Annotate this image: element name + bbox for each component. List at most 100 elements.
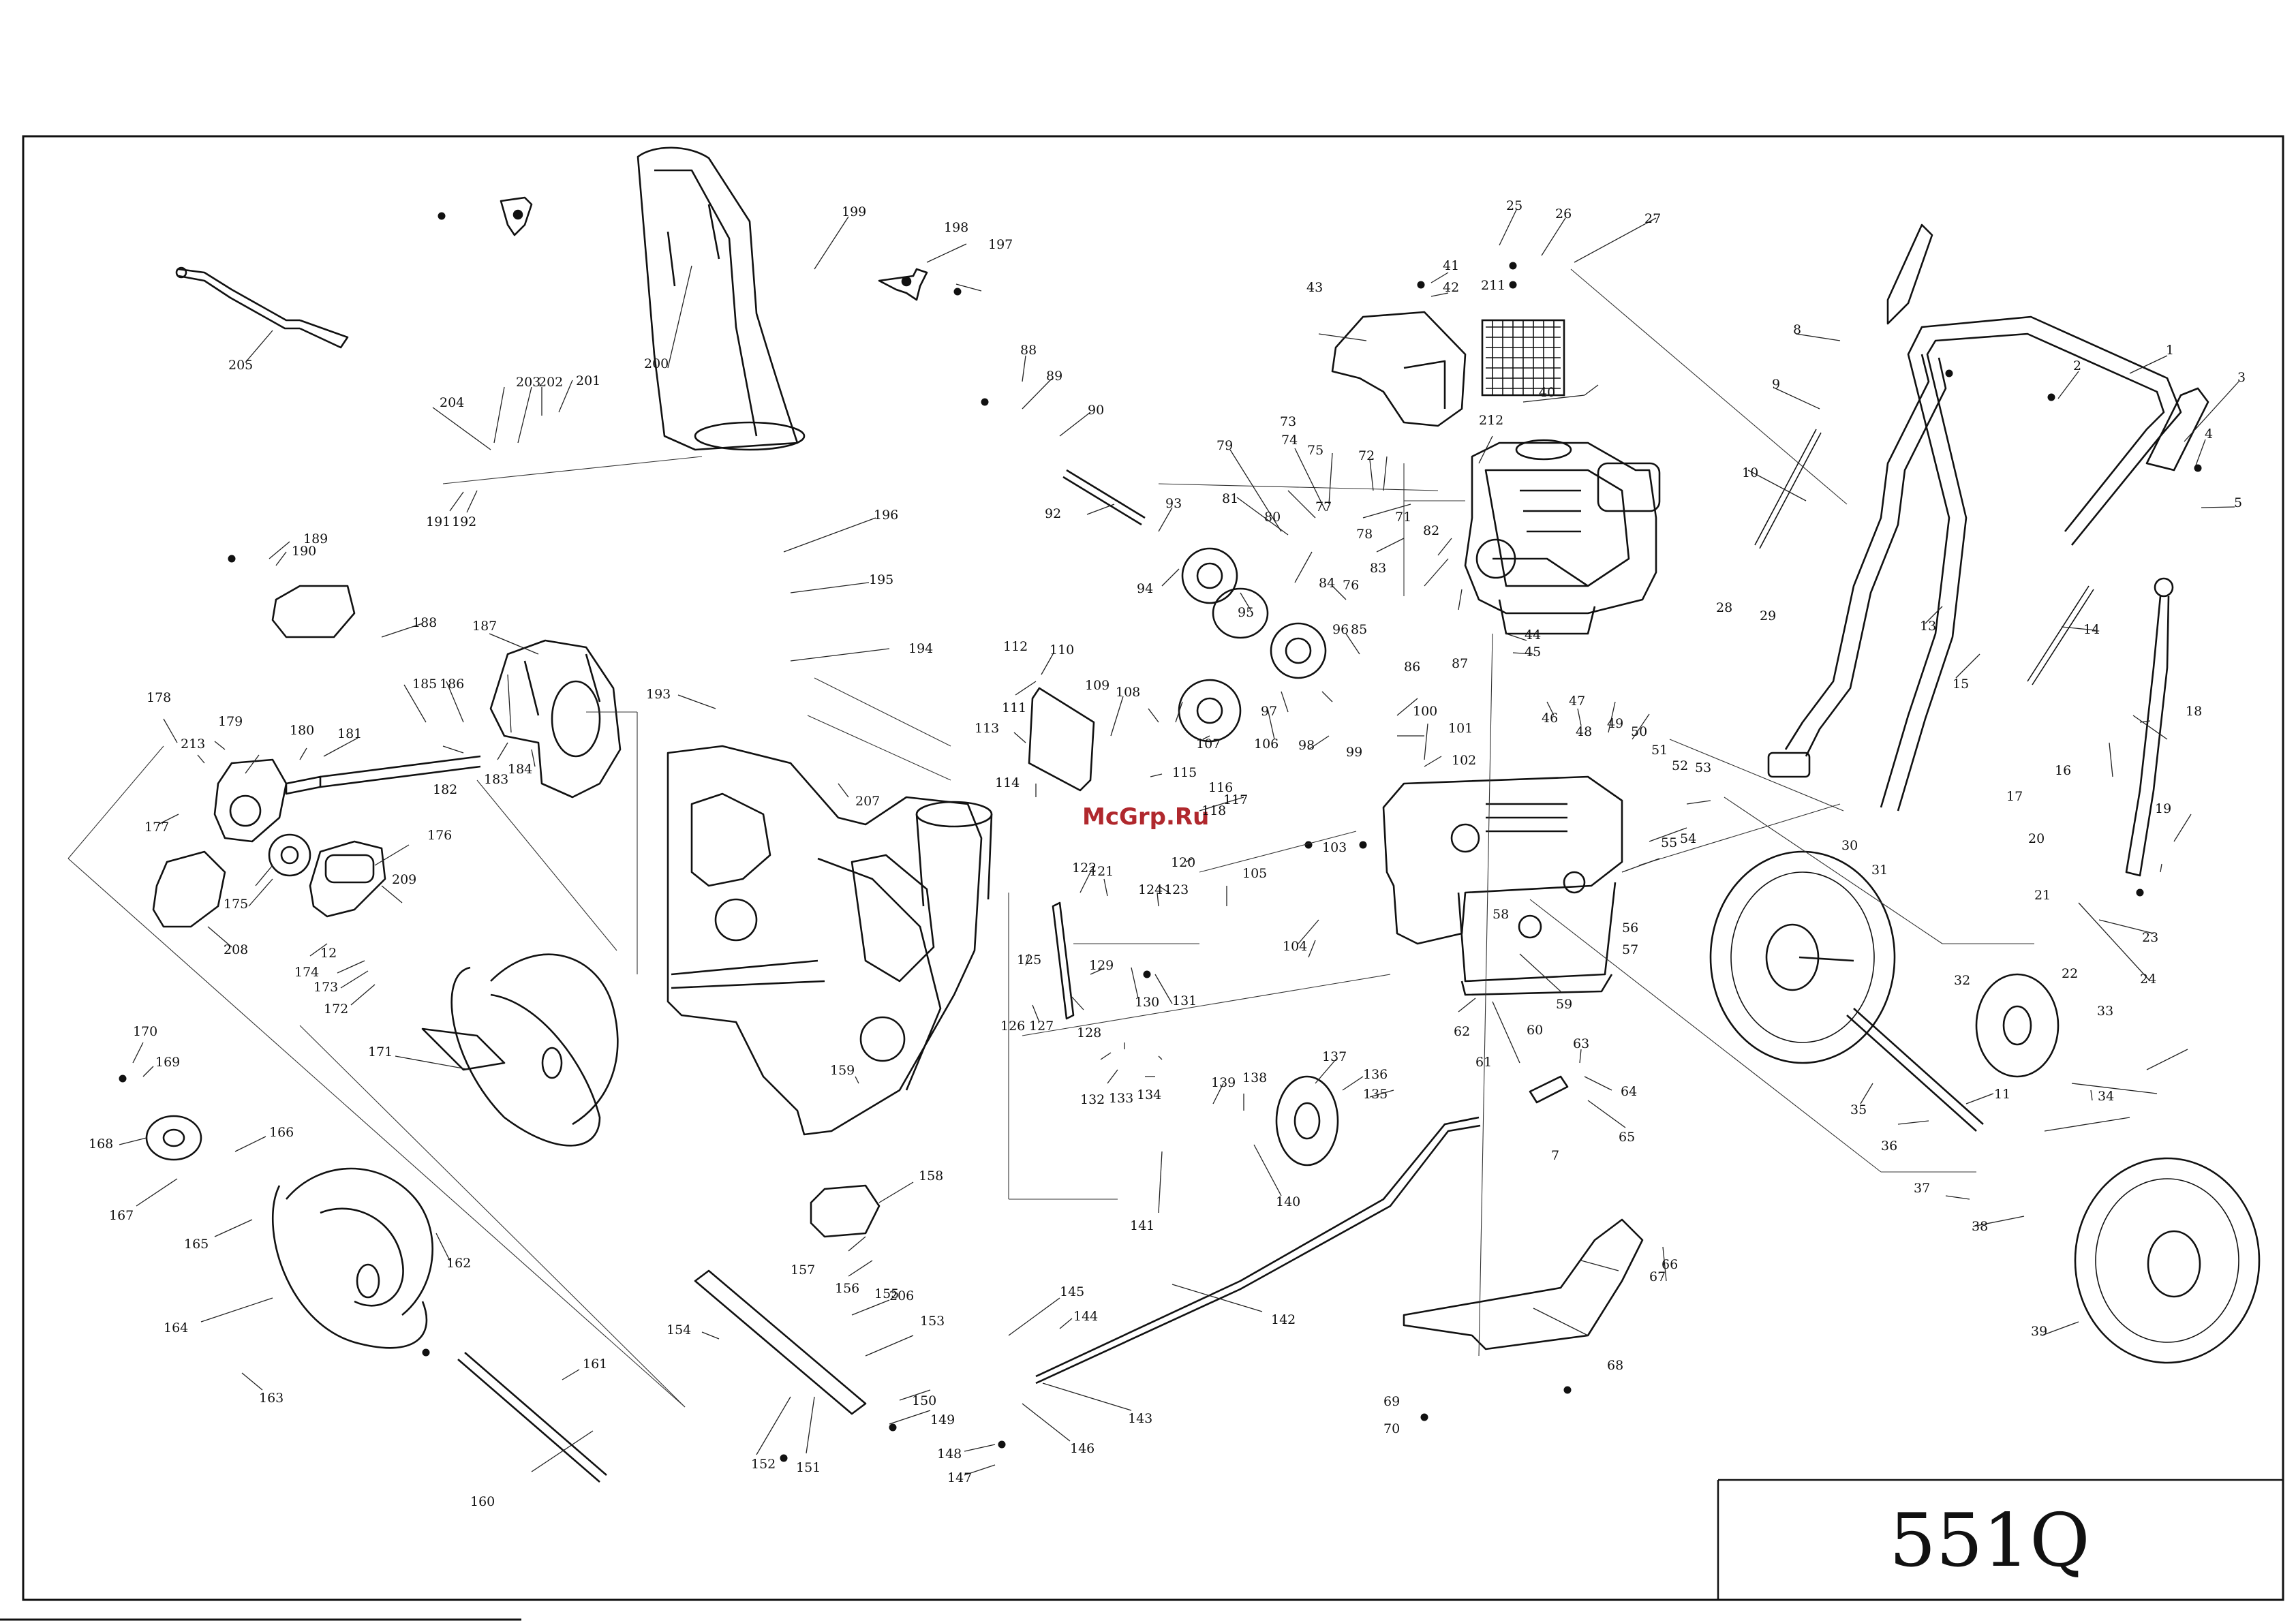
part-label: 98 (1298, 738, 1315, 753)
part-label: 99 (1346, 745, 1362, 760)
part-label: 206 (889, 1288, 914, 1303)
part-label: 19 (2155, 801, 2171, 816)
shift-rod-18 (2125, 577, 2174, 877)
shaft-92 (1062, 469, 1146, 526)
drawing-frame (22, 135, 2284, 1601)
part-label: 208 (224, 942, 248, 957)
belt-95 (1212, 587, 1269, 639)
wheel-left-axle (1709, 850, 1896, 1064)
part-label: 198 (944, 220, 968, 235)
part-label: 26 (1555, 206, 1572, 221)
pulley-136 (1275, 1075, 1339, 1166)
part-label: 54 (1680, 831, 1696, 846)
part-label: 36 (1881, 1139, 1897, 1154)
watermark-text: McGrp.Ru (1082, 803, 1209, 831)
part-label: 128 (1077, 1025, 1101, 1040)
part-label: 152 (751, 1457, 776, 1472)
rod-158 (457, 1352, 607, 1483)
part-label: 170 (133, 1024, 157, 1039)
part-label: 34 (2098, 1089, 2114, 1104)
rod-10 (1754, 429, 1822, 549)
part-label: 123 (1164, 882, 1189, 897)
part-label: 192 (452, 514, 476, 529)
part-label: 56 (1622, 921, 1638, 936)
part-label: 163 (259, 1391, 284, 1406)
auger-housing-157 (667, 745, 993, 1136)
part-label: 131 (1172, 993, 1197, 1008)
part-label: 107 (1196, 737, 1221, 752)
part-label: 82 (1423, 523, 1439, 538)
part-label: 139 (1211, 1075, 1236, 1090)
part-label: 8 (1793, 322, 1801, 337)
part-label: 153 (920, 1314, 945, 1329)
part-label: 51 (1651, 743, 1668, 758)
part-label: 70 (1383, 1421, 1400, 1436)
part-label: 156 (835, 1281, 859, 1296)
part-label: 108 (1116, 685, 1140, 700)
part-label: 213 (181, 737, 205, 752)
part-label: 196 (874, 508, 898, 523)
part-label: 102 (1452, 753, 1476, 768)
part-label: 67 (1649, 1269, 1666, 1284)
part-label: 115 (1172, 765, 1197, 780)
part-label: 143 (1128, 1411, 1152, 1426)
shaft-179 (285, 755, 481, 795)
part-label: 184 (508, 762, 532, 777)
part-label: 193 (646, 687, 671, 702)
part-label: 73 (1280, 414, 1296, 429)
handle-bar-1 (1880, 315, 2182, 812)
part-label: 1 (2166, 343, 2174, 358)
part-label: 164 (164, 1320, 188, 1335)
part-label: 154 (667, 1323, 691, 1338)
part-label: 161 (583, 1357, 607, 1372)
part-label: 149 (930, 1412, 955, 1427)
part-label: 44 (1525, 628, 1541, 643)
part-label: 132 (1080, 1092, 1105, 1107)
part-label: 59 (1556, 997, 1572, 1012)
control-rod-141 (1035, 1116, 1481, 1385)
part-label: 117 (1223, 792, 1248, 807)
part-label: 37 (1914, 1181, 1930, 1196)
part-label: 109 (1085, 678, 1109, 693)
part-label: 78 (1356, 527, 1373, 542)
part-label: 12 (320, 946, 337, 961)
gasket-206 (152, 850, 226, 928)
part-label: 201 (576, 373, 600, 388)
part-label: 155 (874, 1286, 899, 1301)
part-label: 39 (2031, 1324, 2047, 1339)
part-label: 40 (1539, 385, 1555, 400)
part-label: 3 (2237, 370, 2246, 385)
part-label: 142 (1271, 1312, 1296, 1327)
part-label: 187 (472, 619, 497, 634)
part-label: 92 (1045, 506, 1061, 521)
part-label: 27 (1644, 211, 1661, 226)
part-label: 28 (1716, 600, 1732, 615)
part-label: 172 (324, 1002, 348, 1017)
part-label: 160 (470, 1494, 495, 1509)
part-label: 65 (1619, 1130, 1635, 1145)
part-label: 190 (292, 544, 316, 559)
part-label: 87 (1452, 656, 1468, 671)
part-label: 200 (644, 356, 669, 371)
part-label: 88 (1020, 343, 1037, 358)
part-label: 38 (1972, 1219, 1988, 1234)
part-label: 72 (1358, 448, 1375, 463)
frame-housing-58 (1382, 775, 1623, 996)
part-label: 158 (919, 1169, 943, 1184)
model-code: 551Q (1889, 1498, 2090, 1583)
part-label: 150 (912, 1393, 936, 1408)
part-label: 95 (1238, 605, 1254, 620)
part-label: 22 (2062, 966, 2078, 981)
engine-assembly (1464, 439, 1661, 635)
part-label: 151 (796, 1460, 821, 1475)
axle-shaft (1846, 1008, 1984, 1132)
part-label: 5 (2234, 495, 2242, 510)
part-label: 166 (269, 1125, 294, 1140)
part-label: 148 (937, 1447, 962, 1462)
part-label: 176 (427, 828, 452, 843)
part-label: 159 (830, 1063, 855, 1078)
auger-shaft-203 (175, 266, 349, 349)
part-label: 112 (1003, 639, 1028, 654)
part-label: 121 (1089, 864, 1114, 879)
belt-cover-43 (1331, 311, 1467, 427)
